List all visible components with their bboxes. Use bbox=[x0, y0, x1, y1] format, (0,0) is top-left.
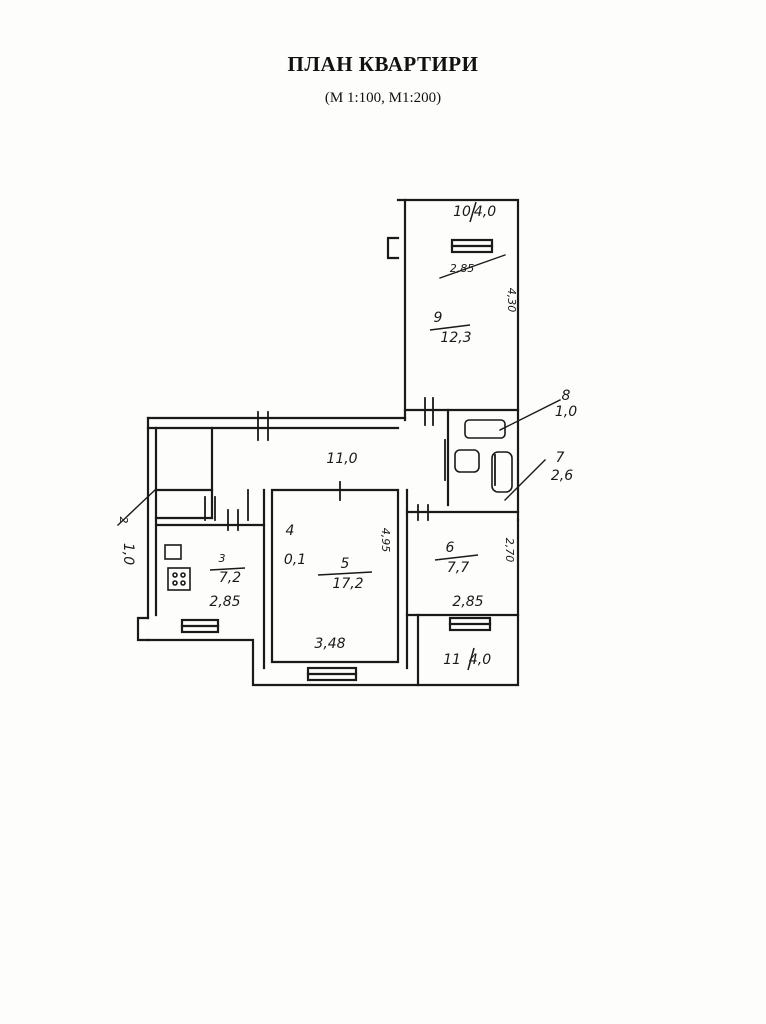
kitchen-stove bbox=[164, 544, 191, 591]
room-8-area: 1,0 bbox=[555, 404, 577, 420]
room-9-area: 12,3 bbox=[440, 330, 471, 346]
room-6-width: 2,85 bbox=[452, 594, 483, 610]
room-4-number: 4 bbox=[286, 523, 295, 539]
room-3-number: 3 bbox=[219, 552, 226, 565]
exterior-walls bbox=[136, 198, 520, 687]
room-5-area: 17,2 bbox=[332, 576, 363, 592]
window-room-9 bbox=[450, 238, 494, 254]
room-5-width: 3,48 bbox=[314, 636, 345, 652]
room-8-number: 8 bbox=[562, 388, 571, 404]
bathroom-fixtures bbox=[454, 419, 513, 493]
plan-scale: (М 1:100, М1:200) bbox=[324, 90, 442, 106]
room-11-number: 11 bbox=[443, 652, 461, 668]
room-5-number: 5 bbox=[341, 556, 350, 572]
room-9-height: 4,30 bbox=[505, 288, 518, 313]
plan-title: ПЛАН КВАРТИРИ bbox=[287, 52, 479, 76]
room-9-width: 2,85 bbox=[450, 262, 475, 275]
room-10-number: 10 bbox=[453, 204, 471, 220]
room-3-width: 2,85 bbox=[209, 594, 240, 610]
room-3-area: 7,2 bbox=[219, 570, 241, 586]
room-6-number: 6 bbox=[446, 540, 455, 556]
interior-walls bbox=[154, 408, 520, 687]
fraction-bars bbox=[209, 201, 479, 671]
room-7-area: 2,6 bbox=[551, 468, 573, 484]
room-2-number: 2 bbox=[117, 517, 130, 524]
room-4-area: 0,1 bbox=[284, 552, 306, 568]
room-2-area: 1,0 bbox=[120, 543, 136, 565]
window-room-3 bbox=[180, 618, 220, 634]
room-10-area: 4,0 bbox=[474, 204, 496, 220]
door-marks bbox=[204, 397, 496, 531]
room-7-number: 7 bbox=[556, 450, 565, 466]
room-6-height: 2,70 bbox=[503, 538, 516, 563]
room-6-area: 7,7 bbox=[447, 560, 469, 576]
room-5-height: 4,95 bbox=[379, 528, 392, 553]
room-1-area: 11,0 bbox=[326, 451, 357, 467]
room-9-number: 9 bbox=[434, 310, 443, 326]
room-11-area: 4,0 bbox=[469, 652, 491, 668]
leader-lines bbox=[117, 254, 561, 526]
window-room-6 bbox=[448, 616, 492, 632]
window-room-5 bbox=[306, 666, 358, 682]
